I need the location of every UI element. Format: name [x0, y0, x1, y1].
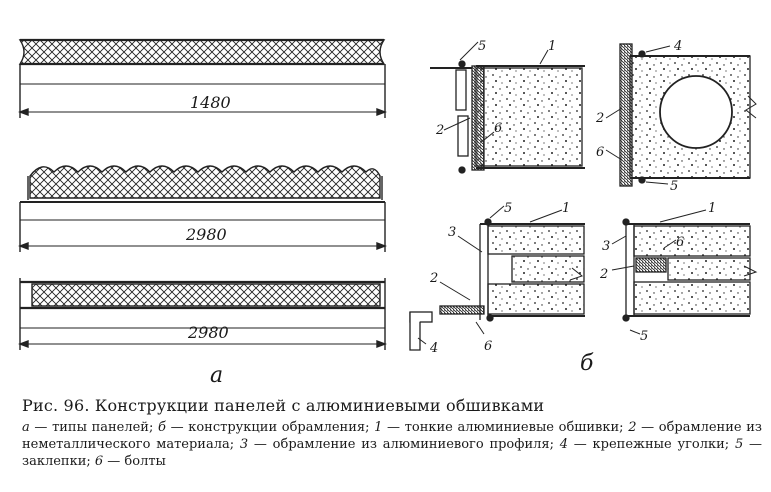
panel-type-1 — [18, 38, 387, 118]
legend-item: 2 — обрамление из неметаллического матер… — [22, 420, 762, 452]
dim-2980-top: 2980 — [185, 225, 227, 244]
callout-2-d: 2 — [599, 267, 608, 282]
legend-item: 4 — крепежные уголки; — [559, 437, 735, 452]
legend-item: а — типы панелей; — [22, 420, 158, 435]
callout-3-c: 3 — [448, 225, 456, 240]
label-a: а — [210, 363, 223, 388]
legend-item: 6 — болты — [94, 454, 166, 469]
callout-2-c: 2 — [429, 271, 438, 286]
callout-5-d: 5 — [640, 329, 648, 344]
callout-2-b: 2 — [595, 111, 604, 126]
callout-6-d: 6 — [676, 235, 684, 250]
caption-title: Рис. 96. Конструкции панелей с алюминиев… — [22, 396, 545, 415]
detail-frame-with-opening — [605, 43, 757, 187]
detail-aluminium-frame-left — [409, 205, 585, 351]
callout-5-c: 5 — [504, 201, 512, 216]
callout-1-d: 1 — [708, 201, 716, 216]
figure-drawing: 1480 2980 2980 а — [18, 38, 758, 388]
legend-item: 5 — заклепки; — [22, 437, 763, 469]
panel-type-2 — [18, 165, 387, 252]
callout-5-b: 5 — [670, 179, 678, 194]
detail-nonmetal-frame-left — [430, 41, 585, 174]
caption-legend: а — типы панелей; б — конструкции обрамл… — [22, 419, 762, 470]
legend-item: 1 — тонкие алюминиевые обшивки; — [374, 420, 629, 435]
callout-4-b: 4 — [673, 39, 682, 54]
dim-1480: 1480 — [190, 93, 231, 112]
callout-1-c: 1 — [562, 201, 570, 216]
label-b: б — [580, 351, 594, 376]
figure-caption: Рис. 96. Конструкции панелей с алюминиев… — [22, 396, 762, 470]
callout-6-a: 6 — [494, 121, 502, 136]
callout-6-b: 6 — [596, 145, 604, 160]
callout-6-c: 6 — [484, 339, 492, 354]
detail-aluminium-frame-right — [611, 209, 758, 335]
dim-2980-bottom: 2980 — [187, 323, 229, 342]
panel-type-3 — [18, 278, 387, 350]
callout-2-a: 2 — [435, 123, 444, 138]
callout-1-a: 1 — [548, 39, 556, 54]
legend-item: б — конструкции обрамления; — [158, 420, 375, 435]
callout-5-a: 5 — [478, 39, 486, 54]
callout-4-c: 4 — [429, 341, 438, 356]
callout-3-d: 3 — [602, 239, 610, 254]
legend-item: 3 — обрамление из алюминиевого профиля; — [239, 437, 560, 452]
